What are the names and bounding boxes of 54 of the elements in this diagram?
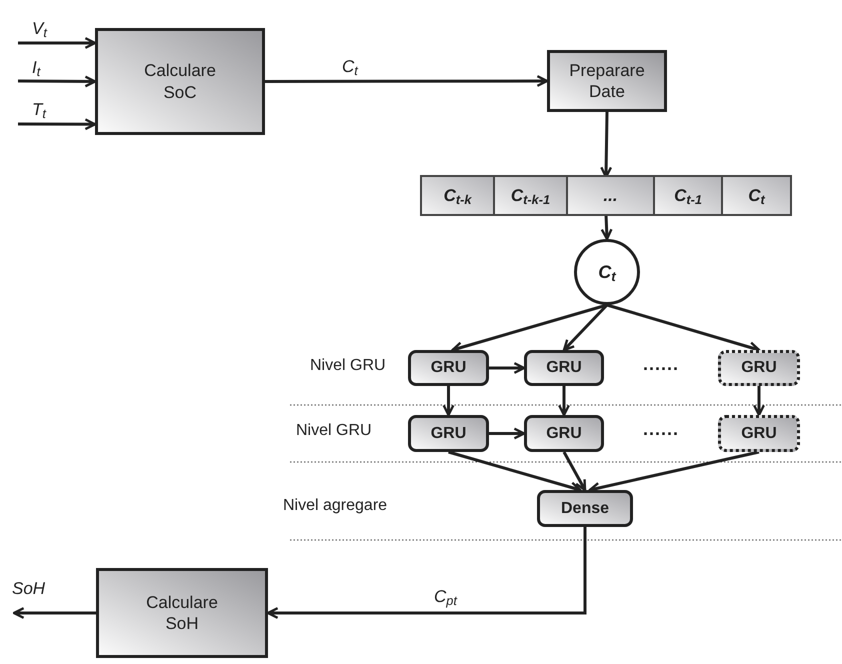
gru-box [718,415,800,452]
node-label: Calculare SoC [143,60,217,103]
level-label: Nivel GRU [310,358,386,374]
level-label: Nivel GRU [296,423,372,439]
node-label: GRU [430,424,466,444]
arrow [753,386,765,416]
node-label: C$_{t-1}$ [674,184,702,206]
process-box [96,568,268,658]
gru-box [408,350,489,386]
node-label: C$_{t}$ [598,260,616,284]
sequence-bar [422,177,790,214]
gru-box [537,490,633,527]
edge-label: I$_{t}$ [30,59,42,76]
level-label: Nivel agregare [283,498,388,514]
arrow [265,75,548,88]
node-label: Preparare Date [568,60,646,102]
arrow [18,75,96,88]
sequence-cell [568,177,655,214]
gru-box [718,350,800,386]
gru-box [408,415,489,452]
arrow [562,304,608,352]
process-box [95,28,265,135]
node-label: GRU [430,358,466,378]
node-label: ... [603,184,618,206]
node-label: Calculare SoH [145,592,219,634]
node-label: GRU [546,358,582,378]
process-box [547,50,667,112]
ellipsis-mark: ...... [643,420,680,438]
node-label: GRU [741,424,777,444]
edge-label: C$_{t}$ [340,58,360,75]
ellipsis-mark: ...... [643,355,680,373]
arrow [489,362,526,374]
node-label: C$_{t}$ [748,184,765,206]
arrow [489,428,526,440]
sequence-cell [422,177,495,214]
node-label: C$_{t-k-1}$ [510,184,550,206]
arrow [12,607,96,619]
sequence-cell [723,177,790,214]
node-label: GRU [741,358,777,378]
gru-box [524,350,604,386]
arrow [442,386,454,416]
arrow [562,451,586,492]
arrow [18,118,96,130]
node-label: GRU [546,424,582,444]
sequence-cell [655,177,723,214]
sequence-cell [495,177,568,214]
arrow [18,36,96,49]
arrow [558,386,570,416]
arrow [600,214,613,240]
node-label: C$_{t-k}$ [444,184,472,206]
arrow [266,527,586,619]
node-label: Dense [560,498,610,518]
gru-box [524,415,604,452]
edge-label: SoH [10,580,48,597]
